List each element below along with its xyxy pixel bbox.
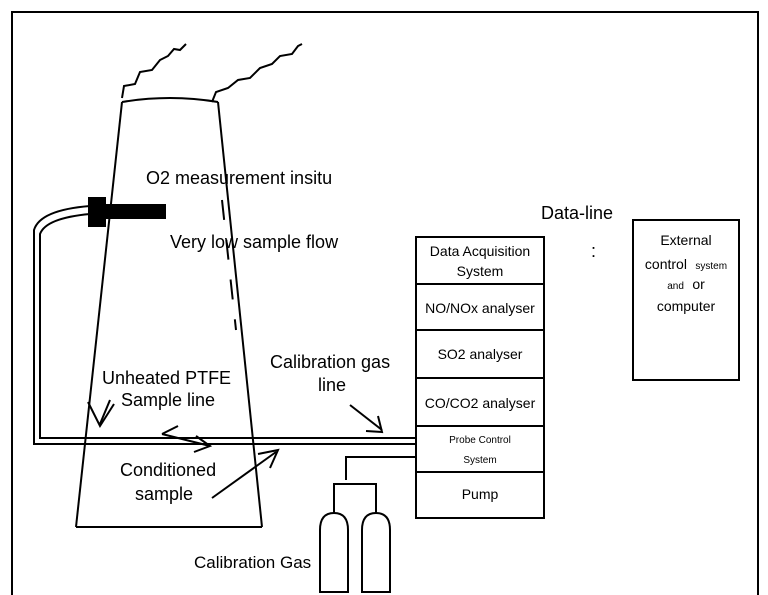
external-label-2: control system — [645, 256, 727, 273]
rack-probe-label-1: Probe Control — [449, 435, 511, 446]
cal-gas-supply-line — [333, 456, 416, 505]
label-o2-insitu: O2 measurement insitu — [146, 168, 332, 188]
label-conditioned-1: Conditioned — [120, 460, 216, 480]
external-label-3a: and — [667, 281, 684, 292]
stack — [75, 43, 303, 528]
smoke-plume-right — [211, 43, 303, 103]
external-label-4: computer — [657, 298, 716, 314]
external-label-2a: control — [645, 256, 687, 272]
external-label-1: External — [660, 232, 711, 248]
outer-frame — [11, 11, 759, 595]
o2-probe — [88, 197, 166, 227]
external-label-3b: or — [692, 276, 705, 292]
rack-daq-label-2: System — [457, 263, 504, 279]
arrows — [87, 399, 384, 499]
analyser-rack — [415, 236, 545, 519]
label-colon: : — [591, 241, 596, 261]
probe-cable — [33, 205, 416, 445]
label-ptfe-line-2: Sample line — [121, 390, 215, 410]
external-control-box — [632, 219, 740, 381]
label-cal-gas-line-1: Calibration gas — [270, 352, 390, 372]
label-cal-gas: Calibration Gas — [194, 553, 311, 572]
rack-co-label: CO/CO2 analyser — [425, 395, 536, 411]
smoke-plume-left — [121, 43, 187, 99]
external-label-2b: system — [695, 261, 727, 272]
gas-cylinder-1 — [319, 503, 349, 593]
rack-pump-label: Pump — [462, 486, 499, 502]
rack-daq-label-1: Data Acquisition — [430, 243, 530, 259]
gas-cylinders — [319, 503, 391, 593]
gas-cylinder-2 — [361, 503, 391, 593]
label-ptfe-line-1: Unheated PTFE — [102, 368, 231, 388]
label-data-line: Data-line — [541, 203, 613, 223]
label-conditioned-2: sample — [135, 484, 193, 504]
label-low-flow: Very low sample flow — [170, 232, 339, 252]
rack-nox-label: NO/NOx analyser — [425, 300, 535, 316]
rack-so2-label: SO2 analyser — [438, 346, 523, 362]
label-cal-gas-line-2: line — [318, 375, 346, 395]
rack-probe-label-2: System — [463, 455, 496, 466]
external-label-3: and or — [667, 276, 705, 293]
